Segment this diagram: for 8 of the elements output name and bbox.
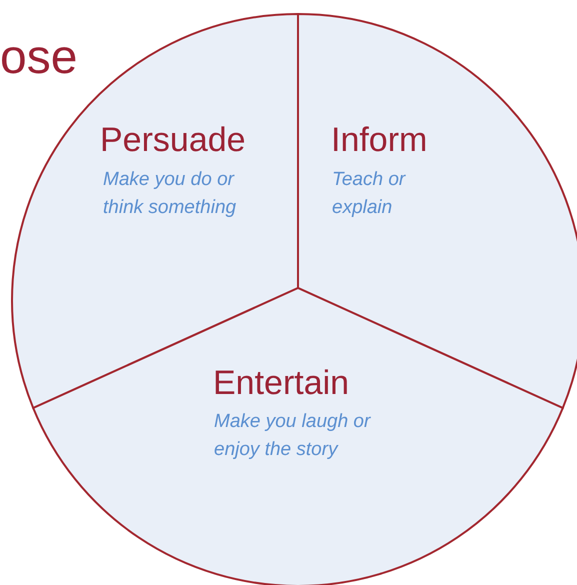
segment-heading: Persuade [100, 120, 246, 160]
segment-description: Teach or explain [332, 168, 407, 220]
segment-heading: Inform [331, 120, 428, 160]
title: ose [0, 30, 78, 86]
pie-segment [33, 288, 563, 585]
segment-description: Make you laugh or enjoy the story [214, 410, 372, 462]
segment-description: Make you do or think something [103, 168, 238, 220]
segment-heading: Entertain [213, 363, 350, 403]
